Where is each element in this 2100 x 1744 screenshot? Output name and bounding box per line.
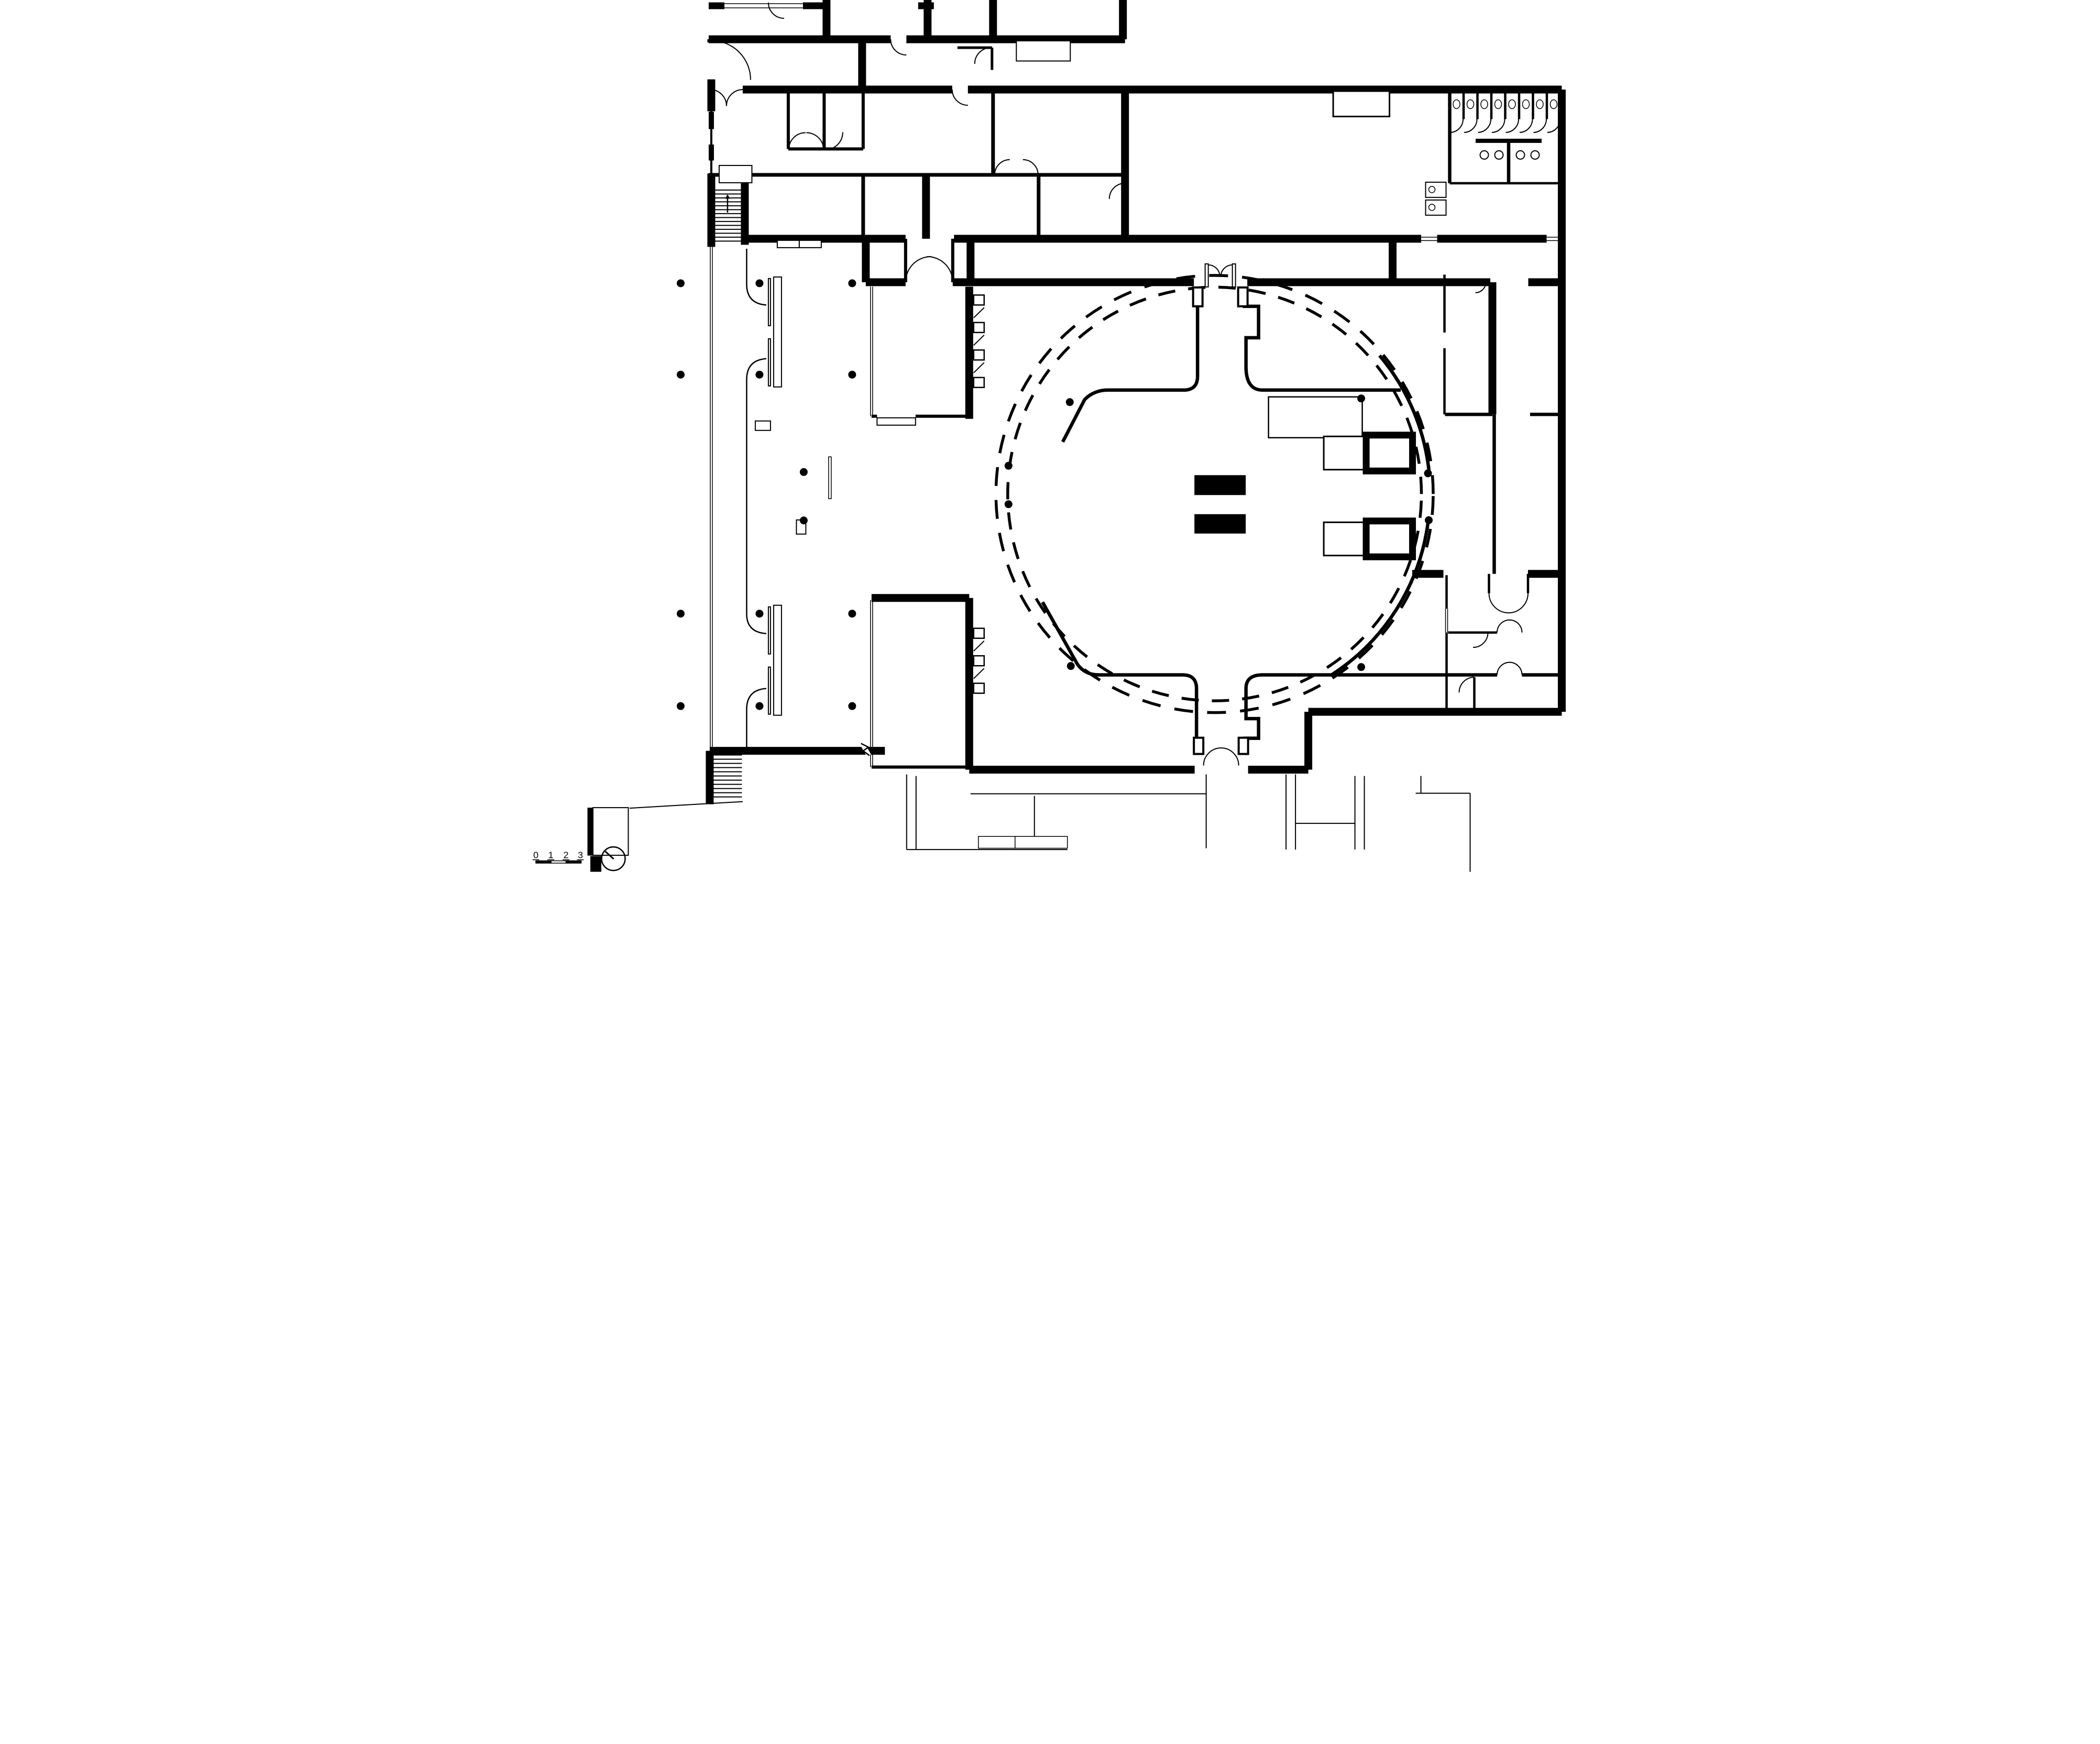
sink-fixture xyxy=(1515,150,1525,160)
fixture-outline xyxy=(973,655,985,667)
fixture-outline xyxy=(973,682,985,694)
fixture-outline xyxy=(973,627,985,639)
fixture-outline xyxy=(773,276,782,388)
column-dot xyxy=(1357,663,1365,671)
column-dot xyxy=(1067,662,1075,670)
fixture-outline xyxy=(1237,286,1249,307)
column-dot xyxy=(1357,394,1365,403)
dashed-rotunda-rings xyxy=(994,274,1435,714)
column-dot xyxy=(848,370,856,379)
fixture-outline xyxy=(767,338,771,387)
column-dot xyxy=(676,702,685,710)
thick-walls xyxy=(587,0,1566,856)
fixture-outline xyxy=(767,666,771,715)
solid-block xyxy=(590,856,601,872)
column-dot xyxy=(799,468,808,476)
door-swing-arcs xyxy=(709,2,1561,766)
fixture-outline xyxy=(767,278,771,326)
north-circle xyxy=(600,846,626,871)
fixture-outline xyxy=(1204,263,1209,288)
toilet-fixture xyxy=(1508,99,1516,109)
fixture-outline xyxy=(973,349,985,361)
column-dot xyxy=(676,370,685,379)
scale-label: 1 xyxy=(548,850,553,860)
toilet-fixture xyxy=(1535,99,1544,109)
column-dot xyxy=(676,279,685,288)
toilet-fixture xyxy=(1522,99,1530,109)
toilet-fixture xyxy=(1466,99,1474,109)
sink-fixture xyxy=(1428,186,1435,193)
fixture-outline xyxy=(798,239,822,248)
fixture-outline xyxy=(973,294,985,306)
column-dot xyxy=(799,516,808,525)
solid-block xyxy=(708,144,714,161)
toilet-fixtures xyxy=(1452,99,1557,109)
scale-bar-segment xyxy=(535,860,552,864)
fixture-outline xyxy=(1362,432,1416,474)
column-dot xyxy=(848,702,856,710)
column-dot xyxy=(755,279,763,288)
column-dot xyxy=(1424,516,1433,524)
column-dot xyxy=(1004,461,1013,470)
sink-fixture xyxy=(1494,150,1504,160)
sink-fixture xyxy=(1479,150,1489,160)
fixture-outline xyxy=(754,420,771,431)
fixture-outline xyxy=(1015,40,1071,62)
fixture-outline xyxy=(1362,517,1416,560)
fixture-outline xyxy=(1237,736,1249,755)
fixture-outline xyxy=(1192,736,1204,755)
column-dot xyxy=(1424,469,1432,478)
north-indicator xyxy=(600,846,626,871)
scale-bar-segment xyxy=(550,860,566,864)
column-dot xyxy=(848,279,856,288)
solid-block xyxy=(1194,475,1246,495)
solid-block xyxy=(708,112,714,129)
fixture-outline xyxy=(1267,396,1363,439)
north-needle xyxy=(604,851,614,860)
medium-walls xyxy=(708,46,1562,769)
fixture-outline xyxy=(776,239,800,248)
solid-block xyxy=(1194,514,1246,534)
toilet-fixture xyxy=(1494,99,1502,109)
fixture-outline xyxy=(767,606,771,655)
fixture-outline xyxy=(1192,286,1204,307)
fixture-outline xyxy=(1014,836,1068,849)
scale-bar-segment xyxy=(565,860,581,864)
scale-label: 0 xyxy=(533,850,538,860)
fixture-outline xyxy=(973,322,985,334)
column-dot xyxy=(848,610,856,618)
fixture-outline xyxy=(773,604,782,716)
toilet-fixture xyxy=(1452,99,1460,109)
fixture-outline xyxy=(1425,199,1447,216)
toilet-fixture xyxy=(1549,99,1557,109)
column-dot xyxy=(1004,500,1013,509)
scale-label: 3 xyxy=(577,850,582,860)
sink-fixture xyxy=(1530,150,1540,160)
toilet-fixture xyxy=(1480,99,1488,109)
fixture-outline xyxy=(828,456,832,500)
fixture-outline xyxy=(977,836,1016,849)
fixture-outline xyxy=(1323,435,1367,471)
fixture-outline xyxy=(1323,521,1367,557)
columns-and-fixtures xyxy=(676,150,1540,710)
fixture-outline xyxy=(1232,263,1236,288)
column-dot xyxy=(676,610,685,618)
fixture-outline xyxy=(718,164,752,183)
column-dot xyxy=(755,702,763,710)
fixture-rects xyxy=(590,40,1447,872)
fixture-outline xyxy=(592,807,629,856)
column-dot xyxy=(1065,398,1074,406)
thin-walls-glazing xyxy=(629,3,1561,872)
fixture-outline xyxy=(973,377,985,389)
fixture-outline xyxy=(876,417,916,426)
sink-fixture xyxy=(1428,204,1435,211)
scale-label: 2 xyxy=(563,850,568,860)
paper-background xyxy=(525,0,1575,872)
column-dot xyxy=(755,610,763,618)
column-dot xyxy=(755,370,763,379)
fixture-outline xyxy=(1332,90,1390,117)
